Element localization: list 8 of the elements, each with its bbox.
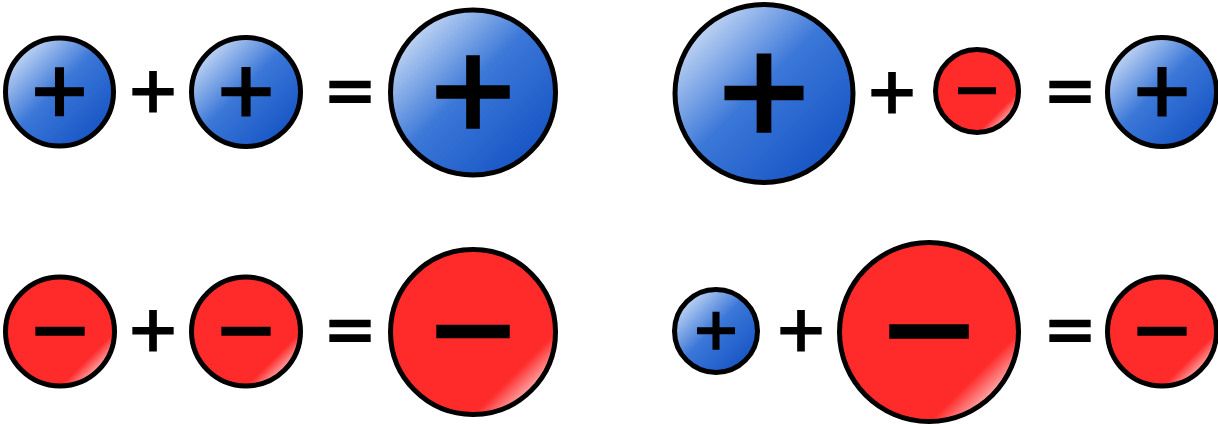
plus-sign: + — [780, 310, 822, 352]
equals-sign: = — [1049, 319, 1091, 342]
equals-sign: = — [329, 319, 371, 342]
equals-sign: = — [1049, 80, 1091, 103]
plus-sign: + — [132, 71, 174, 113]
equals-sign: = — [329, 80, 371, 103]
plus-sign: + — [132, 310, 174, 352]
plus-sign: + — [871, 72, 913, 114]
